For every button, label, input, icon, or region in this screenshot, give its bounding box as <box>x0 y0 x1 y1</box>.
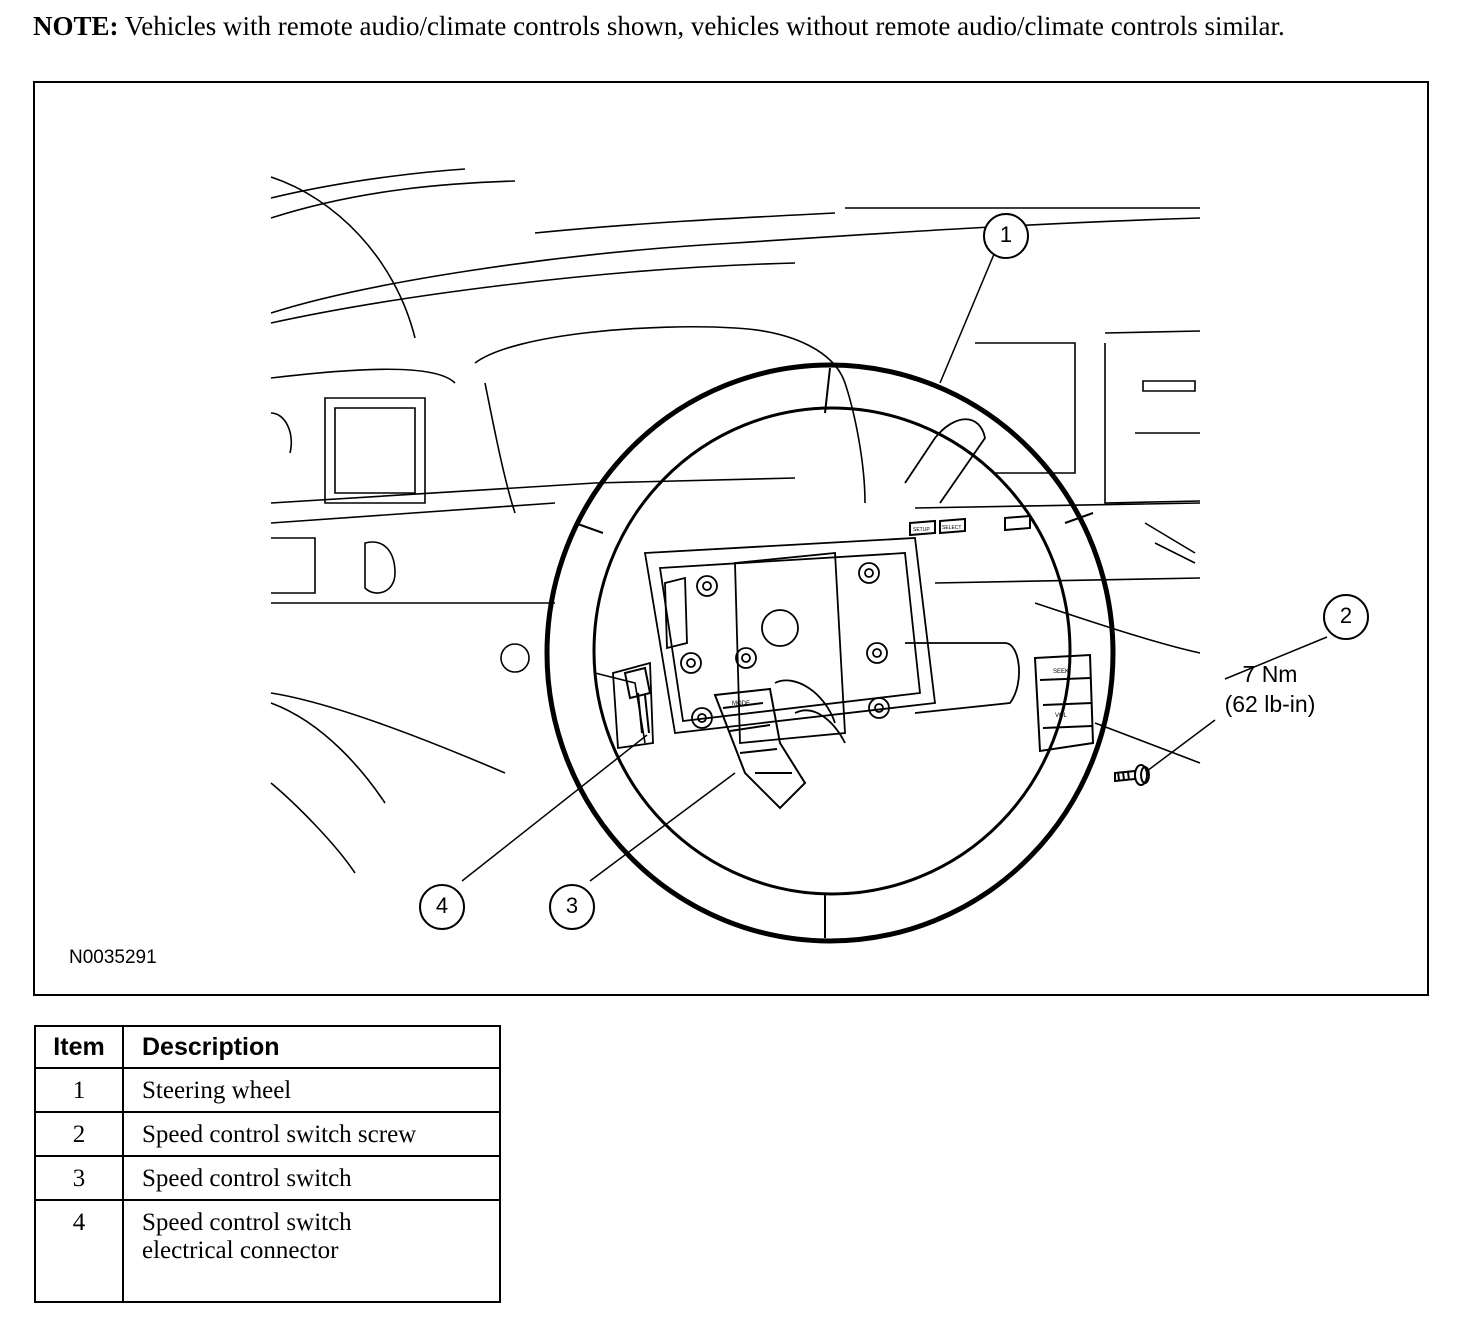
svg-text:SEEK: SEEK <box>1053 669 1069 675</box>
row-description-line2: electrical connector <box>142 1237 339 1264</box>
callout-3 <box>549 884 595 930</box>
torque-lbin: (62 lb-in) <box>1224 691 1316 717</box>
row-description: Speed control switch <box>122 1155 501 1201</box>
callout-label-1: 1 <box>999 222 1013 247</box>
table-row: 3 Speed control switch <box>34 1155 501 1201</box>
callout-4 <box>419 884 465 930</box>
row-description: Speed control switch electrical connecto… <box>122 1199 501 1303</box>
note-body: Vehicles with remote audio/climate contr… <box>118 11 1285 41</box>
figure-id: N0035291 <box>69 947 157 968</box>
callout-label-4: 4 <box>435 893 449 918</box>
table-row: 4 Speed control switch electrical connec… <box>34 1199 501 1303</box>
table-row: 1 Steering wheel <box>34 1067 501 1113</box>
header-description: Description <box>122 1025 501 1069</box>
row-item: 2 <box>34 1111 124 1157</box>
callout-leaders <box>461 246 1328 882</box>
header-item: Item <box>34 1025 124 1069</box>
speed-control-switch-screw <box>1114 764 1150 786</box>
dashboard-outline <box>270 168 1201 874</box>
row-item: 4 <box>34 1199 124 1303</box>
remote-audio-switch: SEEK VOL SETUP SELECT <box>909 514 1095 753</box>
row-description-line1: Speed control switch <box>142 1209 352 1236</box>
row-item: 1 <box>34 1067 124 1113</box>
figure-frame: MODE SEEK VOL SETUP SELECT <box>33 81 1429 996</box>
callout-circles <box>419 213 1369 930</box>
table-header-row: Item Description <box>34 1025 501 1069</box>
table-row: 2 Speed control switch screw <box>34 1111 501 1157</box>
callout-label-2: 2 <box>1339 603 1353 628</box>
row-description: Steering wheel <box>122 1067 501 1113</box>
svg-text:SELECT: SELECT <box>942 525 961 531</box>
speed-control-switch: MODE <box>713 687 807 810</box>
callout-label-3: 3 <box>565 893 579 918</box>
note-label: NOTE: <box>33 11 119 41</box>
svg-text:MODE: MODE <box>732 701 750 707</box>
svg-text:SETUP: SETUP <box>913 527 930 533</box>
callout-1 <box>983 213 1029 259</box>
callout-2 <box>1323 594 1369 640</box>
torque-spec: 7 Nm (62 lb-in) <box>1205 659 1335 719</box>
item-description-table: Item Description 1 Steering wheel 2 Spee… <box>34 1025 501 1303</box>
row-description: Speed control switch screw <box>122 1111 501 1157</box>
row-item: 3 <box>34 1155 124 1201</box>
speed-control-switch-connector <box>623 666 652 734</box>
torque-nm: 7 Nm <box>1242 661 1298 687</box>
steering-wheel-rim <box>544 362 1116 944</box>
svg-text:VOL: VOL <box>1055 713 1068 719</box>
steering-wheel-illustration: MODE SEEK VOL SETUP SELECT <box>270 168 1369 944</box>
steering-wheel-hub <box>612 418 1020 750</box>
note-text: NOTE: Vehicles with remote audio/climate… <box>33 8 1433 44</box>
